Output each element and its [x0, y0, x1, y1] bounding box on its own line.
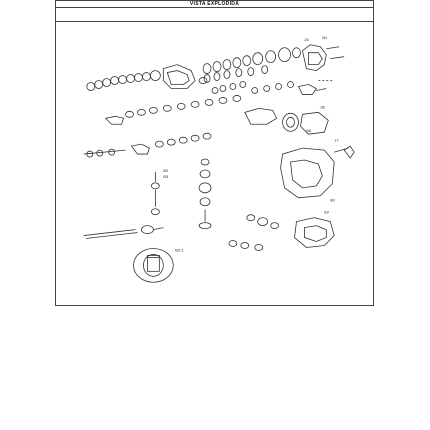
part-label: 20: [304, 37, 309, 42]
part-label: 28: [320, 104, 325, 109]
switch-assembly: [228, 214, 335, 251]
part-label: B2-1: [175, 247, 184, 252]
exploded-view-sheet: VISTA EXPLODIDA: [55, 0, 374, 306]
central-column-parts: [151, 158, 212, 229]
part-label: B2: [163, 168, 168, 173]
top-bearing-row: [202, 47, 301, 83]
part-label: 77: [334, 138, 338, 143]
bottom-housing-part: [133, 248, 174, 283]
power-cord-part: [83, 225, 164, 239]
part-label: 83: [324, 210, 329, 215]
header-band: [56, 8, 373, 22]
mid-parts-row: [211, 81, 327, 95]
exploded-view-drawing: 20 B1 58 28 77 80 83 B2 B3 B2-1: [83, 35, 355, 283]
main-housing-part: [280, 145, 355, 199]
gear-cluster-row: [86, 64, 208, 91]
part-label: B1: [322, 35, 328, 40]
part-label: 80: [330, 198, 335, 203]
third-parts-row: [104, 95, 329, 135]
fourth-parts-row: [83, 132, 212, 158]
motor-housing-part: [302, 44, 345, 72]
part-label: B3: [163, 174, 169, 179]
part-label: 58: [306, 128, 311, 133]
sheet-title: VISTA EXPLODIDA: [56, 1, 373, 8]
